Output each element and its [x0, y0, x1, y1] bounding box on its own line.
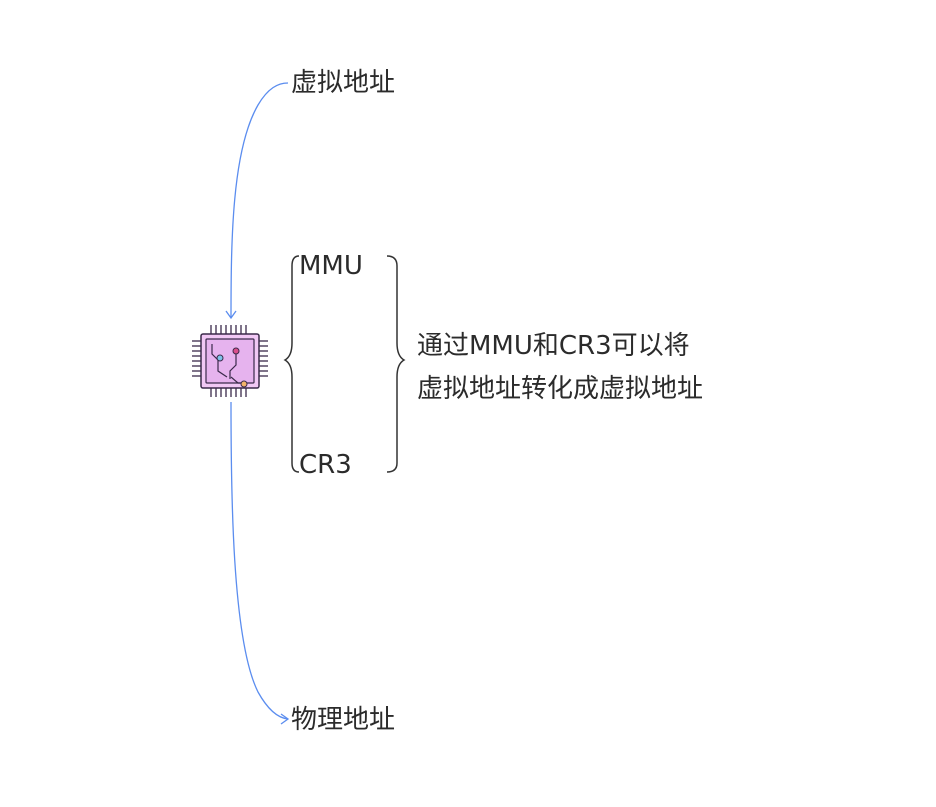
node-mmu: MMU [299, 251, 363, 281]
node-cr3: CR3 [299, 450, 352, 480]
note-line-2: 虚拟地址转化成虚拟地址 [417, 374, 704, 404]
arrow-chip-to-physical-address [230, 401, 290, 725]
brace-summary-note: 通过MMU和CR3可以将 虚拟地址转化成虚拟地址 [417, 325, 703, 411]
left-brace [283, 255, 300, 473]
note-line-1: 通过MMU和CR3可以将 [417, 331, 690, 361]
right-brace [386, 255, 406, 473]
arrow-chip-to-virtual-address [225, 82, 289, 320]
node-physical-address: 物理地址 [291, 705, 396, 735]
node-virtual-address: 虚拟地址 [291, 68, 396, 98]
cpu-chip-icon [192, 325, 268, 397]
